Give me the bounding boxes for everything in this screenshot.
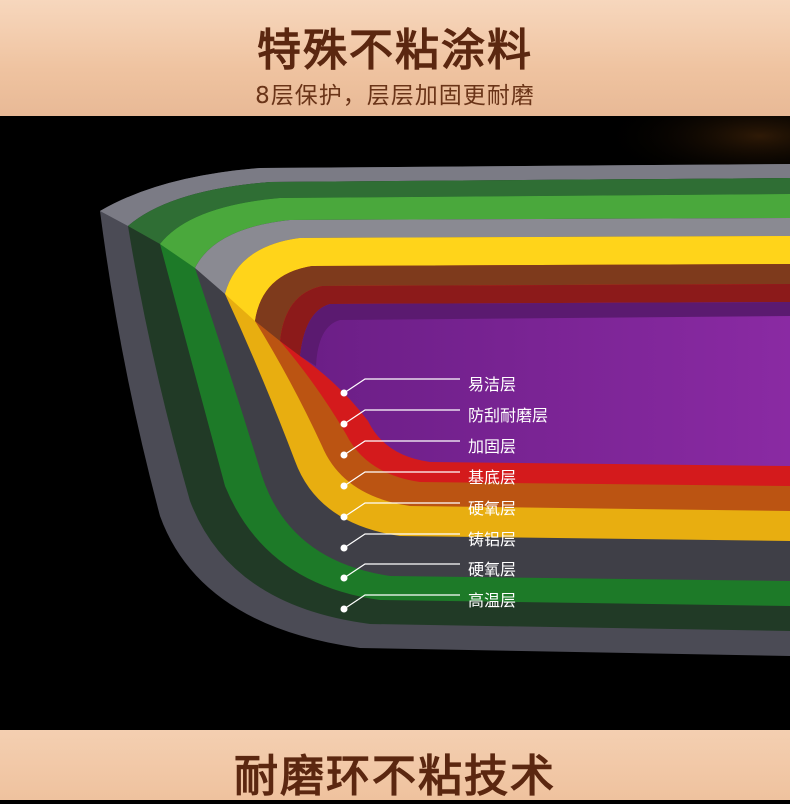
layer-label-hard-oxide-1: 硬氧层	[468, 499, 517, 518]
layer-label-base: 基底层	[468, 468, 517, 487]
leader-line-4	[343, 471, 460, 487]
pan-cross-section-illustration	[100, 116, 790, 656]
leader-dot-1	[340, 389, 348, 397]
leader-line-8	[343, 594, 460, 610]
layer-label-easy-clean: 易洁层	[468, 375, 517, 394]
bottom-banner	[0, 730, 790, 800]
leader-dot-6	[340, 544, 348, 552]
page-subtitle: 8层保护，层层加固更耐磨	[255, 83, 535, 109]
leader-line-2	[343, 409, 460, 425]
leader-line-6	[343, 533, 460, 549]
layer-yellow-top	[225, 236, 790, 321]
leader-line-5	[343, 502, 460, 518]
layer-purple-inner-edge	[300, 302, 790, 366]
layer-label-high-temperature: 高温层	[468, 591, 517, 610]
leader-dot-8	[340, 605, 348, 613]
layer-shell-outer-rim	[100, 164, 790, 226]
leader-line-1	[343, 378, 460, 394]
leader-dot-7	[340, 574, 348, 582]
layer-label-scratch-resistant: 防刮耐磨层	[468, 406, 549, 425]
leader-dots	[340, 389, 348, 613]
layer-label-hard-oxide-2: 硬氧层	[468, 560, 517, 579]
leader-dot-3	[340, 451, 348, 459]
footer-title: 耐磨环不粘技术	[234, 751, 556, 802]
leader-dot-4	[340, 482, 348, 490]
layer-label-reinforcement: 加固层	[468, 437, 517, 456]
layer-purple	[300, 302, 790, 466]
layer-dark-green-top	[128, 178, 790, 244]
page-title: 特殊不粘涂料	[257, 25, 533, 76]
leader-lines	[343, 378, 460, 610]
leader-dot-2	[340, 420, 348, 428]
top-banner	[0, 0, 790, 116]
layer-brown-top	[255, 264, 790, 341]
layer-label-cast-aluminum: 铸铝层	[468, 530, 517, 549]
leader-line-7	[343, 563, 460, 579]
layer-red-top	[280, 284, 790, 356]
leader-dot-5	[340, 513, 348, 521]
layer-grey-top	[195, 218, 790, 294]
layer-green-top	[160, 194, 790, 268]
leader-line-3	[343, 440, 460, 456]
